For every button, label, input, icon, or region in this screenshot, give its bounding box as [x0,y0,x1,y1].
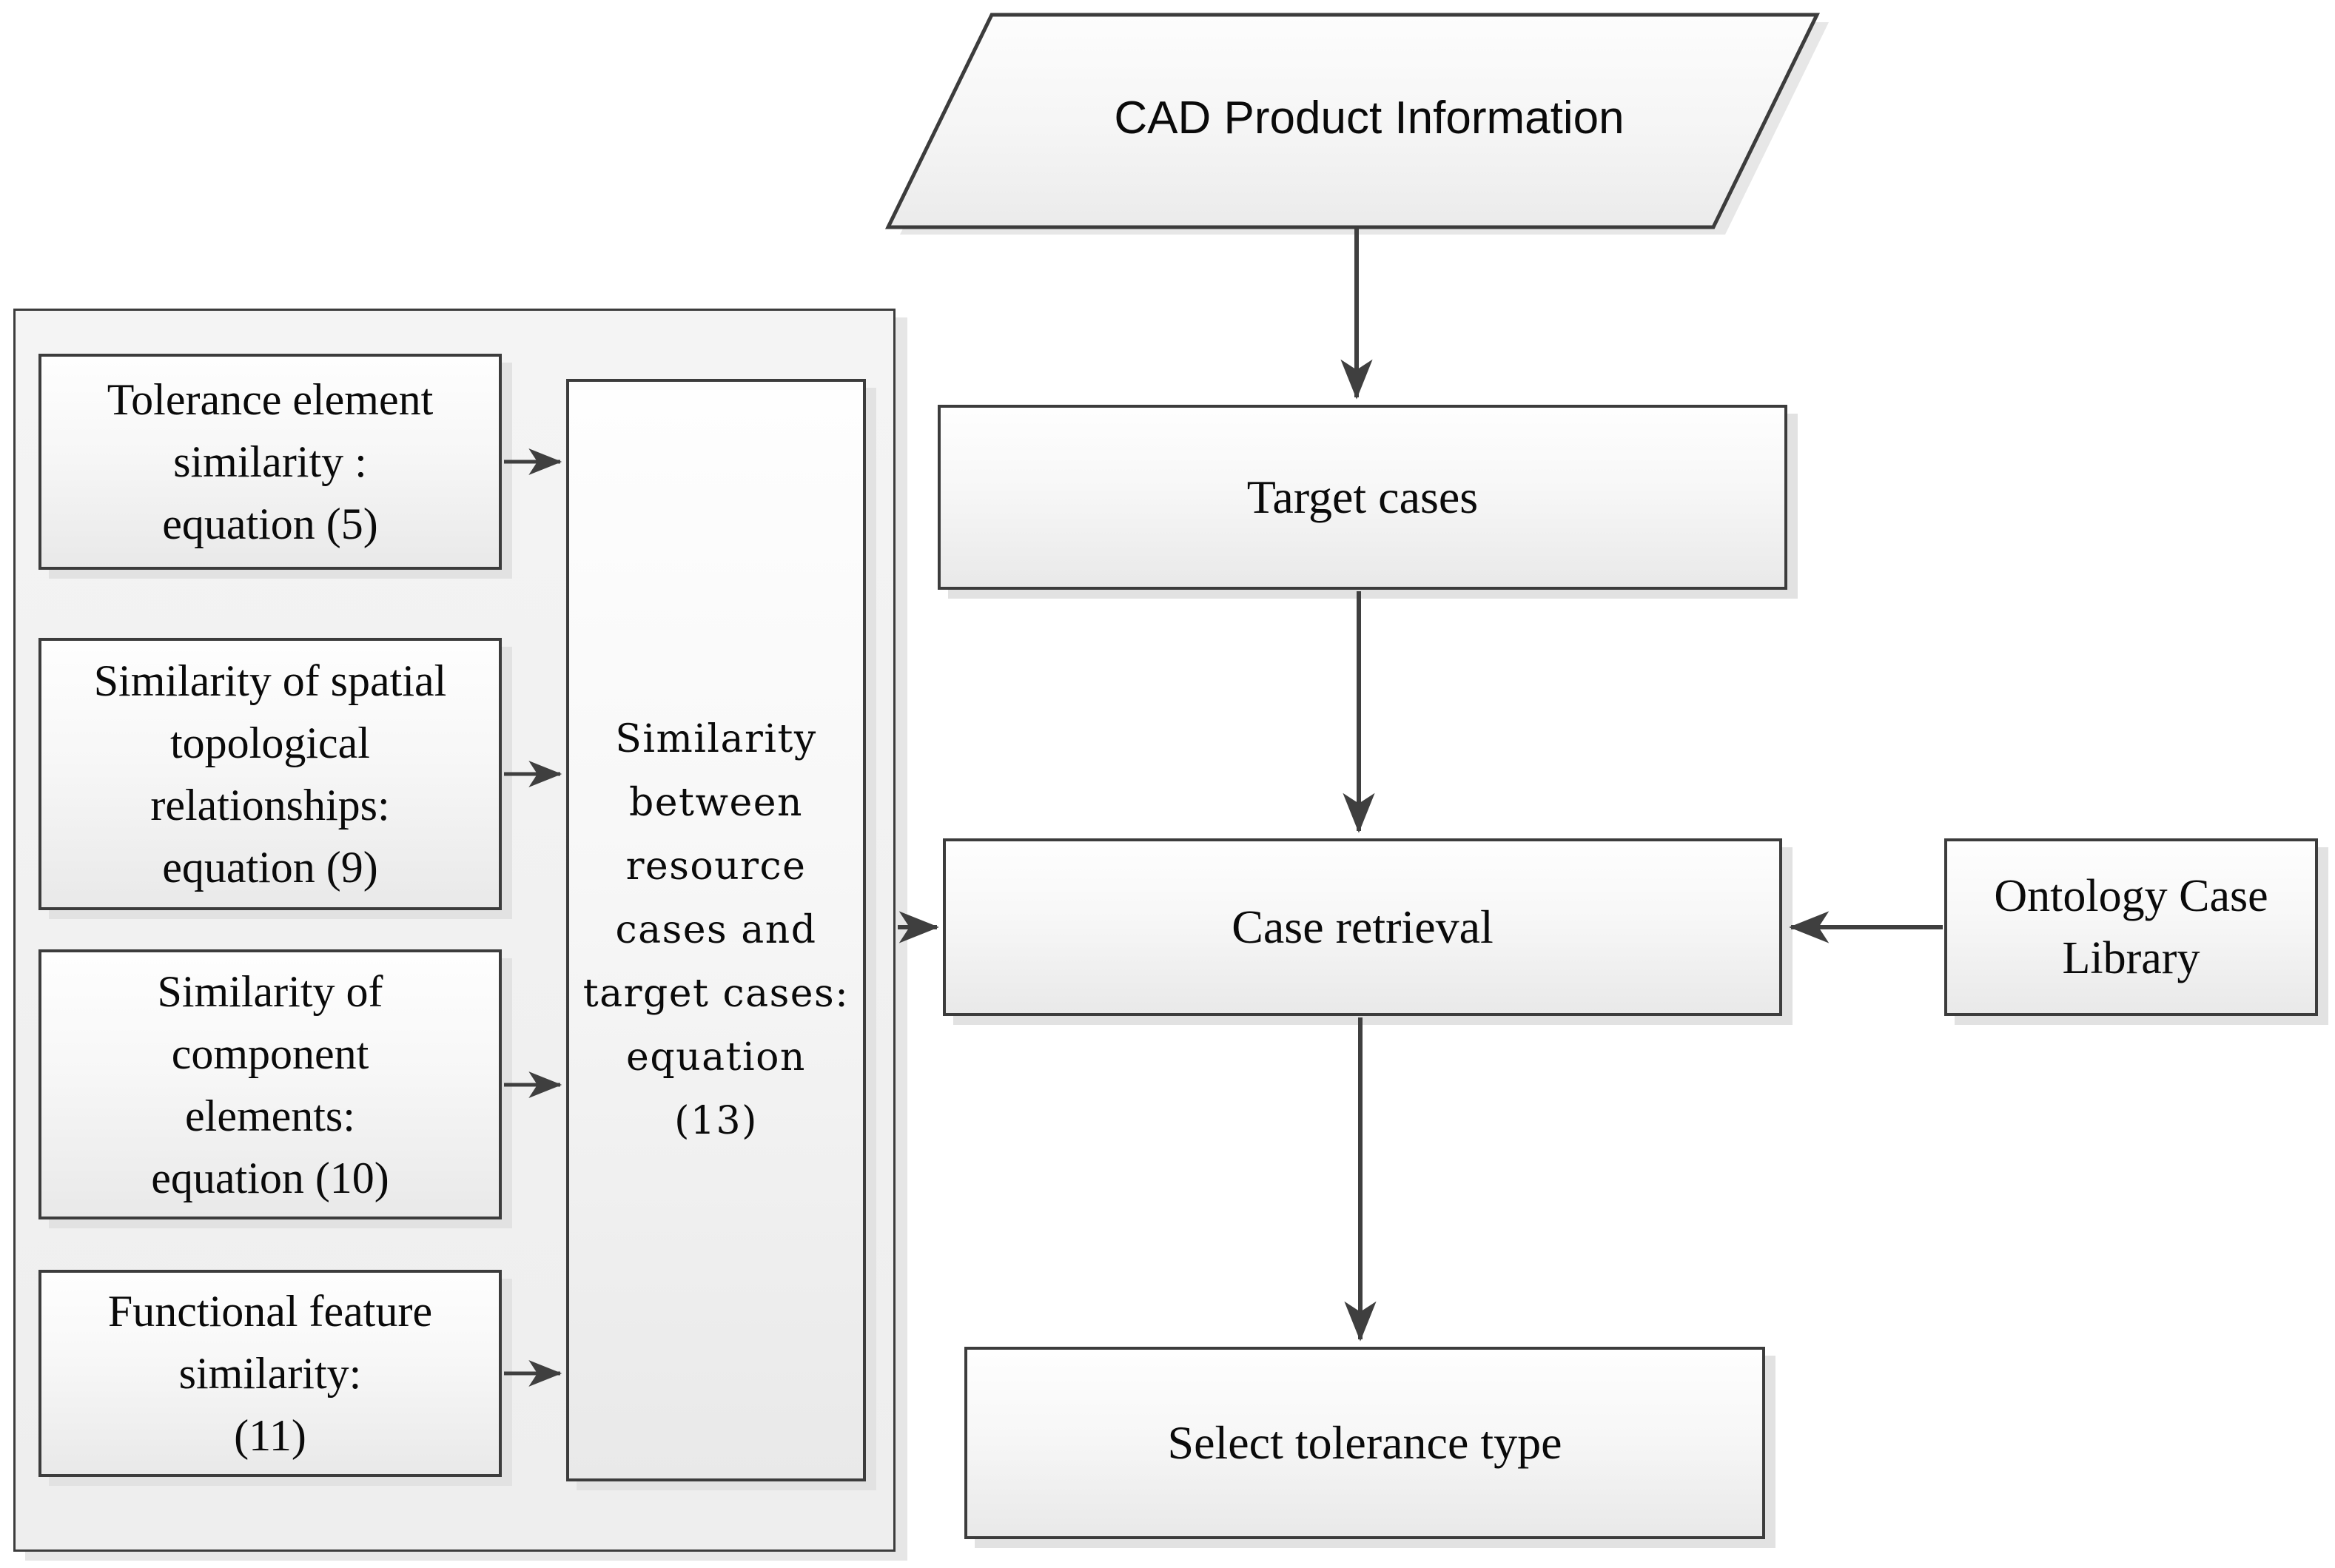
ontology-case-library-label: Ontology Case Library [1994,871,2268,983]
node-select-tolerance-type: Select tolerance type [964,1347,1765,1539]
node-spatial-topological-similarity: Similarity of spatial topological relati… [38,638,502,910]
cad-input-label-wrap: CAD Product Information [999,67,1739,170]
select-tolerance-type-label: Select tolerance type [1167,1416,1562,1469]
node-functional-feature-similarity: Functional feature similarity: (11) [38,1270,502,1477]
spatial-topological-similarity-label: Similarity of spatial topological relati… [93,656,447,892]
node-target-cases: Target cases [938,405,1787,590]
combined-similarity-label: Similarity between resource cases and ta… [582,717,850,1143]
node-ontology-case-library: Ontology Case Library [1944,838,2318,1016]
cad-input-label: CAD Product Information [1114,92,1625,144]
case-retrieval-label: Case retrieval [1232,901,1494,953]
target-cases-label: Target cases [1246,471,1479,523]
component-elements-similarity-label: Similarity of component elements: equati… [151,966,389,1202]
functional-feature-similarity-label: Functional feature similarity: (11) [107,1287,433,1460]
node-component-elements-similarity: Similarity of component elements: equati… [38,949,502,1219]
node-combined-similarity: Similarity between resource cases and ta… [566,379,866,1481]
node-tolerance-element-similarity: Tolerance element similarity : equation … [38,354,502,570]
node-case-retrieval: Case retrieval [943,838,1782,1016]
tolerance-element-similarity-label: Tolerance element similarity : equation … [107,375,434,548]
